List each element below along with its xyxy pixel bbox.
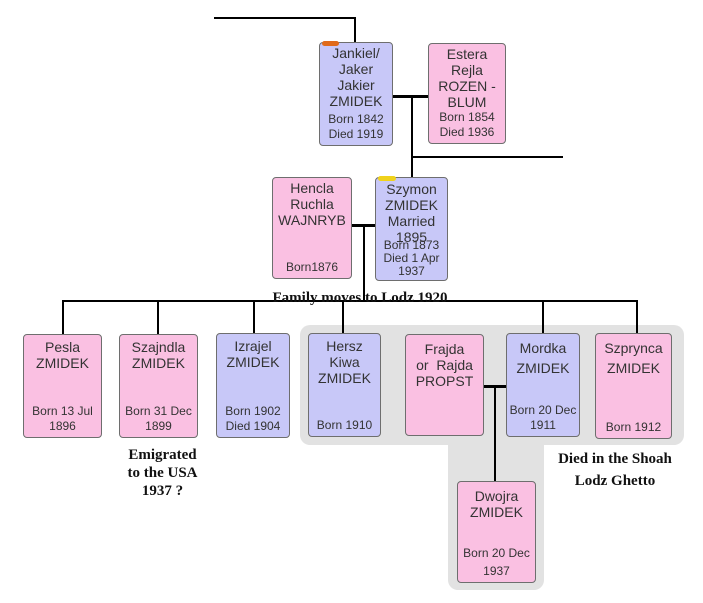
- person-dwojra-zmidek[interactable]: Dwojra ZMIDEK Born 20 Dec 1937: [457, 481, 536, 583]
- person-dates: Born 31 Dec 1899: [125, 404, 192, 433]
- person-mordka-zmidek[interactable]: Mordka ZMIDEK Born 20 Dec 1911: [506, 333, 580, 437]
- marker-orange: [322, 41, 339, 46]
- connector-line: [494, 385, 496, 482]
- person-dates: Born 1912: [605, 420, 662, 434]
- connector-line: [363, 224, 365, 302]
- person-name: Estera Rejla ROZEN - BLUM: [438, 46, 496, 110]
- connector-line: [636, 300, 638, 335]
- connector-line: [214, 17, 356, 19]
- person-name: Mordka ZMIDEK: [516, 340, 570, 376]
- person-estera-rozen-blum[interactable]: Estera Rejla ROZEN - BLUM Born 1854 Died…: [428, 43, 506, 144]
- connector-line: [354, 17, 356, 43]
- note-family-moves-to-lodz: Family moves to Lodz 1920: [272, 290, 448, 306]
- person-name: Hencla Ruchla WAJNRYB: [278, 180, 346, 228]
- connector-line: [411, 95, 413, 177]
- person-izrajel-zmidek[interactable]: Izrajel ZMIDEK Born 1902 Died 1904: [216, 333, 290, 438]
- person-name: Szymon ZMIDEK Married 1895: [385, 181, 438, 245]
- marker-yellow: [378, 176, 396, 181]
- connector-line: [411, 156, 563, 158]
- person-name: Szajndla ZMIDEK: [131, 339, 186, 371]
- connector-line: [342, 300, 344, 335]
- person-frajda-propst[interactable]: Frajda or Rajda PROPST: [405, 334, 484, 436]
- person-szajndla-zmidek[interactable]: Szajndla ZMIDEK Born 31 Dec 1899: [119, 334, 198, 438]
- person-dates: Born 1910: [316, 418, 373, 432]
- note-died-in-the-shoah: Died in the Shoah Lodz Ghetto: [558, 451, 672, 489]
- connector-line: [157, 300, 159, 335]
- person-dates: Born 1902 Died 1904: [225, 404, 281, 433]
- person-name: Hersz Kiwa ZMIDEK: [318, 338, 371, 386]
- connector-line: [253, 300, 255, 335]
- note-emigrated-to-usa: Emigrated to the USA 1937 ?: [127, 447, 198, 499]
- person-szymon-zmidek[interactable]: Szymon ZMIDEK Married 1895 Born 1873 Die…: [375, 177, 448, 281]
- connector-line: [542, 300, 544, 335]
- person-dates: Born1876: [285, 260, 339, 274]
- person-hencla-wajnryb[interactable]: Hencla Ruchla WAJNRYB Born1876: [272, 177, 352, 279]
- person-name: Frajda or Rajda PROPST: [415, 341, 474, 389]
- person-dates: Born 1854 Died 1936: [439, 110, 495, 139]
- person-name: Dwojra ZMIDEK: [470, 488, 523, 520]
- person-szprynca-zmidek[interactable]: Szprynca ZMIDEK Born 1912: [595, 333, 672, 439]
- person-dates: Born 20 Dec 1911: [509, 403, 577, 432]
- person-dates: Born 1842 Died 1919: [328, 112, 384, 141]
- person-name: Jankiel/ Jaker Jakier ZMIDEK: [329, 45, 383, 109]
- person-pesla-zmidek[interactable]: Pesla ZMIDEK Born 13 Jul 1896: [23, 334, 102, 438]
- person-dates: Born 13 Jul 1896: [32, 404, 93, 433]
- person-hersz-kiwa-zmidek[interactable]: Hersz Kiwa ZMIDEK Born 1910: [308, 333, 381, 437]
- connector-line: [62, 300, 638, 302]
- person-name: Szprynca ZMIDEK: [604, 340, 663, 376]
- person-dates: Born 1873 Died 1 Apr 1937: [383, 238, 440, 278]
- person-dates: Born 20 Dec 1937: [463, 546, 530, 578]
- connector-line: [62, 300, 64, 335]
- person-name: Pesla ZMIDEK: [36, 339, 89, 371]
- person-jankiel-zmidek[interactable]: Jankiel/ Jaker Jakier ZMIDEK Born 1842 D…: [319, 42, 393, 146]
- person-name: Izrajel ZMIDEK: [226, 338, 280, 370]
